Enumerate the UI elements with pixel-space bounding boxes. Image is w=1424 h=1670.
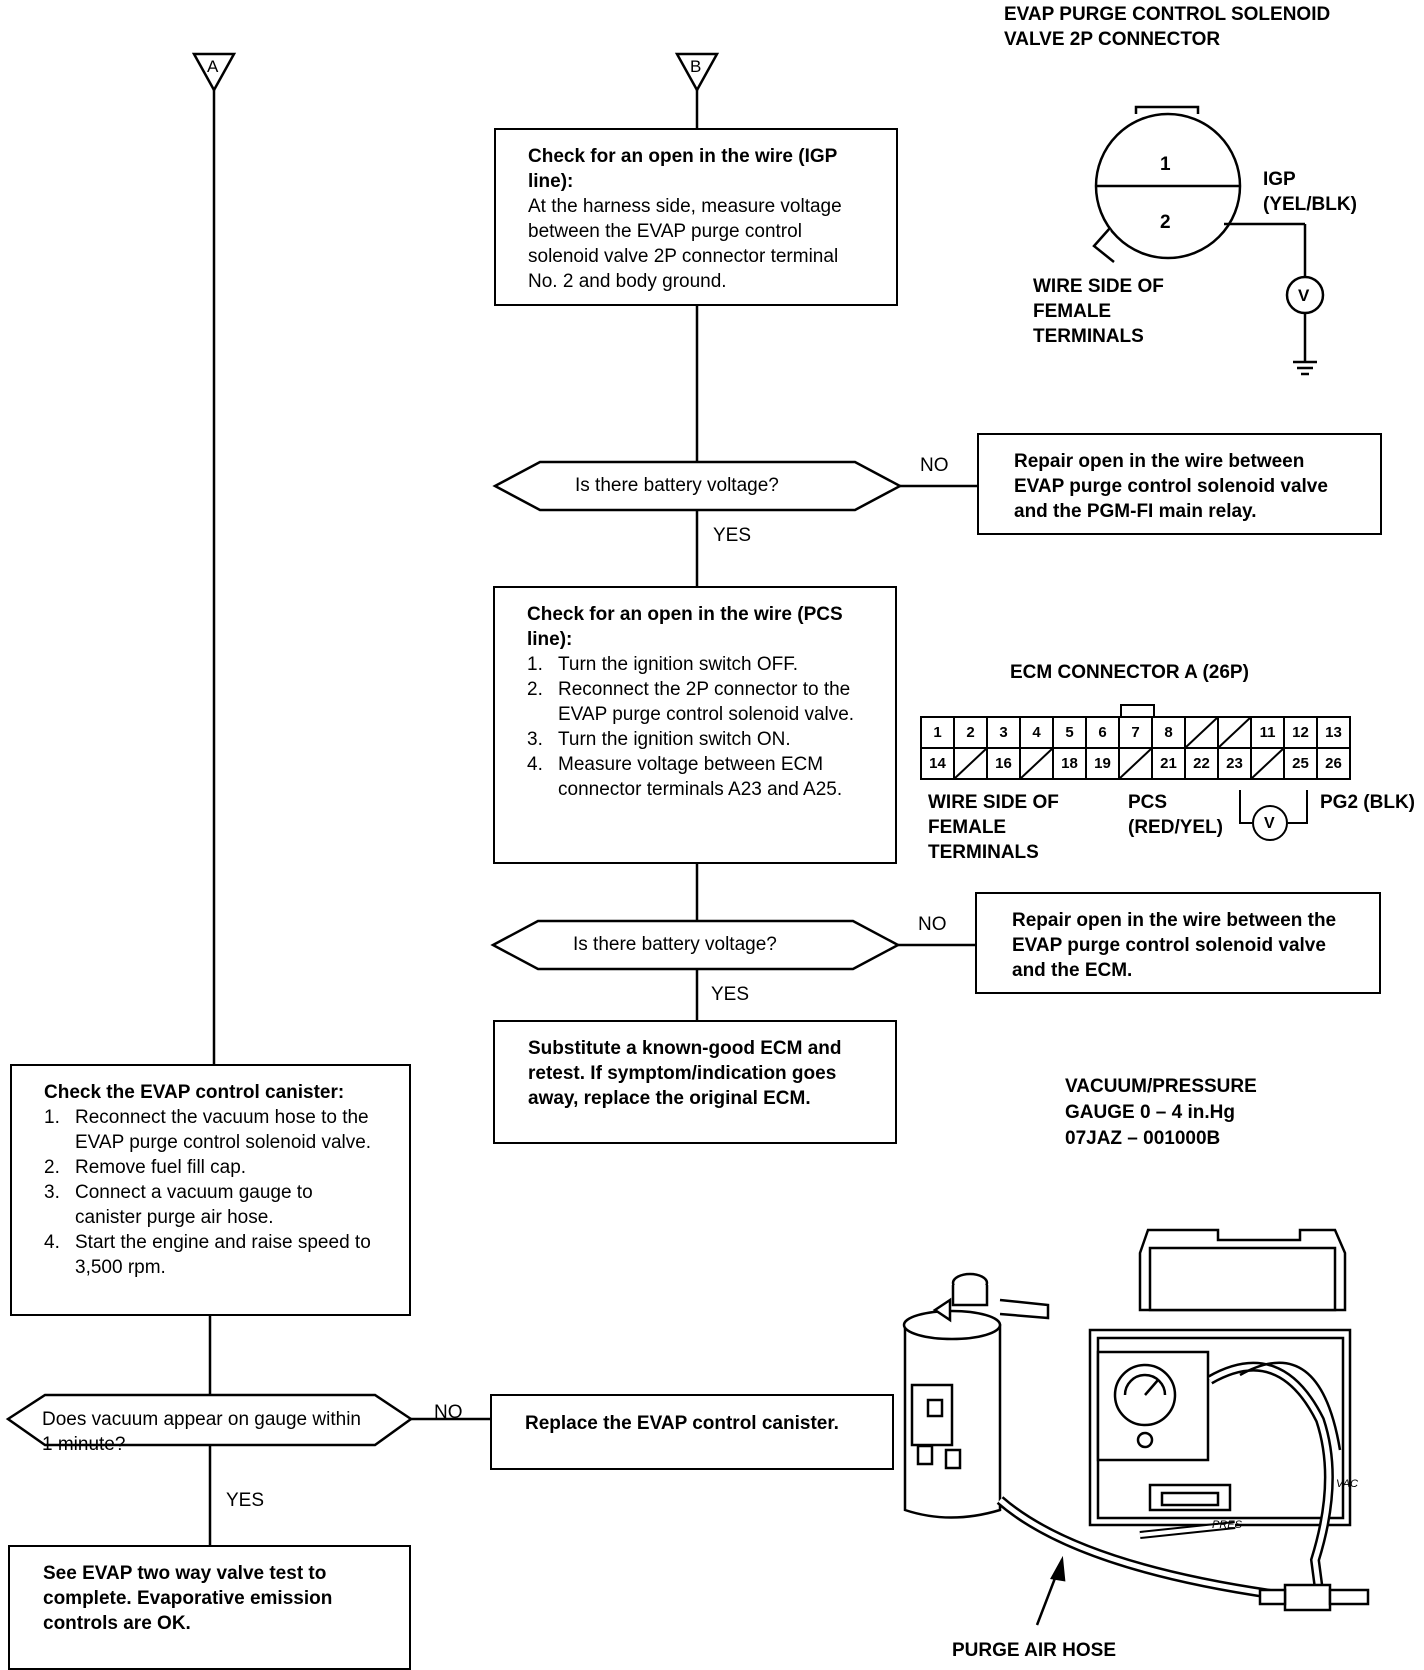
ecm-pin: 11 [1259, 724, 1276, 741]
conn2p-wire-side-line1: WIRE SIDE OF [1033, 276, 1164, 297]
final-result-box: See EVAP two way valve test to complete.… [8, 1545, 411, 1670]
conn2p-voltmeter-icon: V [1298, 286, 1310, 305]
ecm-wire-side-line2: FEMALE [928, 817, 1007, 838]
gauge-pres-tag: PRES [1212, 1519, 1242, 1531]
step-item: 1.Turn the ignition switch OFF. [527, 654, 799, 675]
purge-air-hose-label: PURGE AIR HOSE [952, 1640, 1116, 1661]
ecm-pin: 13 [1325, 724, 1342, 741]
decision-3-yes: YES [226, 1490, 265, 1511]
ecm-pin: 6 [1098, 724, 1107, 741]
decision-2-text: Is there battery voltage? [573, 934, 777, 955]
conn2p-wire-side-line2: FEMALE [1033, 301, 1112, 322]
ecm-pin: 23 [1226, 755, 1243, 772]
ecm-pin: 21 [1160, 755, 1177, 772]
ecm-pcs-label: PCS [1128, 792, 1168, 813]
check-canister-title: Check the EVAP control canister: [44, 1082, 345, 1103]
ecm-wire-side-line3: TERMINALS [928, 842, 1039, 863]
substitute-ecm-box: Substitute a known-good ECM and retest. … [493, 1020, 897, 1144]
repair-pcs-text: Repair open in the wire between the EVAP… [1012, 910, 1337, 981]
ecm-pin: 22 [1193, 755, 1210, 772]
ecm-pin: 4 [1032, 724, 1041, 741]
check-igp-box: Check for an open in the wire (IGP line)… [494, 128, 898, 306]
step-item: 2.Reconnect the 2P connector to the EVAP… [527, 679, 855, 725]
decision-3-no: NO [434, 1402, 463, 1423]
conn2p-title-line1: EVAP PURGE CONTROL SOLENOID [1004, 4, 1331, 25]
ecm-pin: 1 [933, 724, 942, 741]
repair-igp-text: Repair open in the wire between EVAP pur… [1014, 451, 1328, 522]
replace-canister-box: Replace the EVAP control canister. [490, 1394, 894, 1470]
ecm-connector-title: ECM CONNECTOR A (26P) [1010, 662, 1249, 683]
decision-2-no: NO [918, 914, 947, 935]
check-pcs-title: Check for an open in the wire (PCS line)… [527, 604, 843, 650]
decision-2-yes: YES [711, 984, 750, 1005]
gauge-vac-tag: VAC [1336, 1478, 1359, 1490]
ecm-pin: 25 [1292, 755, 1309, 772]
final-result-text: See EVAP two way valve test to complete.… [43, 1563, 333, 1634]
check-igp-title: Check for an open in the wire (IGP line)… [528, 146, 837, 192]
ecm-pin: 19 [1094, 755, 1111, 772]
connector-a-label: A [207, 57, 219, 76]
step-item: 4.Measure voltage between ECM connector … [527, 754, 843, 800]
gauge-title-line3: 07JAZ – 001000B [1065, 1128, 1221, 1149]
step-item: 3.Connect a vacuum gauge to canister pur… [44, 1182, 313, 1228]
ecm-pcs-color: (RED/YEL) [1128, 817, 1223, 838]
gauge-title-line2: GAUGE 0 – 4 in.Hg [1065, 1102, 1235, 1123]
conn2p-wire-side-line3: TERMINALS [1033, 326, 1144, 347]
conn2p-pin-1: 1 [1160, 154, 1171, 175]
ecm-voltmeter-icon: V [1264, 815, 1275, 832]
conn2p-igp-label: IGP [1263, 169, 1296, 190]
ecm-wire-side-line1: WIRE SIDE OF [928, 792, 1059, 813]
ecm-pin: 26 [1325, 755, 1342, 772]
check-igp-body: At the harness side, measure voltage bet… [528, 196, 842, 292]
step-item: 1.Reconnect the vacuum hose to the EVAP … [44, 1107, 372, 1153]
conn2p-title-line2: VALVE 2P CONNECTOR [1004, 29, 1221, 50]
ecm-pg2-label: PG2 (BLK) [1320, 792, 1415, 813]
connector-b-label: B [690, 57, 702, 76]
ecm-pin: 7 [1131, 724, 1140, 741]
ecm-pin: 3 [999, 724, 1008, 741]
step-item: 3.Turn the ignition switch ON. [527, 729, 791, 750]
ecm-pin: 18 [1061, 755, 1078, 772]
decision-1-text: Is there battery voltage? [575, 475, 779, 496]
replace-canister-text: Replace the EVAP control canister. [525, 1413, 839, 1434]
ecm-pin: 12 [1292, 724, 1309, 741]
connector-b-triangle [674, 52, 720, 93]
step-item: 2.Remove fuel fill cap. [44, 1157, 247, 1178]
decision-1-yes: YES [713, 525, 752, 546]
connector-a-triangle [191, 52, 237, 93]
conn2p-pin-2: 2 [1160, 212, 1171, 233]
ecm-pin: 8 [1164, 724, 1173, 741]
repair-pcs-box: Repair open in the wire between the EVAP… [975, 892, 1381, 994]
substitute-ecm-text: Substitute a known-good ECM and retest. … [528, 1038, 842, 1109]
step-item: 4.Start the engine and raise speed to 3,… [44, 1232, 371, 1278]
repair-igp-box: Repair open in the wire between EVAP pur… [977, 433, 1382, 535]
decision-1-no: NO [920, 455, 949, 476]
decision-3-text: Does vacuum appear on gauge within 1 min… [42, 1409, 361, 1455]
check-pcs-steps: 1.Turn the ignition switch OFF. 2.Reconn… [527, 652, 865, 802]
ecm-pin: 2 [966, 724, 975, 741]
ecm-pin: 5 [1065, 724, 1074, 741]
conn2p-igp-color: (YEL/BLK) [1263, 194, 1357, 215]
check-pcs-box: Check for an open in the wire (PCS line)… [493, 586, 897, 864]
check-canister-steps: 1.Reconnect the vacuum hose to the EVAP … [44, 1105, 381, 1280]
gauge-title-line1: VACUUM/PRESSURE [1065, 1076, 1257, 1097]
ecm-pin: 16 [995, 755, 1012, 772]
ecm-pin: 14 [929, 755, 946, 772]
check-canister-box: Check the EVAP control canister: 1.Recon… [10, 1064, 411, 1316]
